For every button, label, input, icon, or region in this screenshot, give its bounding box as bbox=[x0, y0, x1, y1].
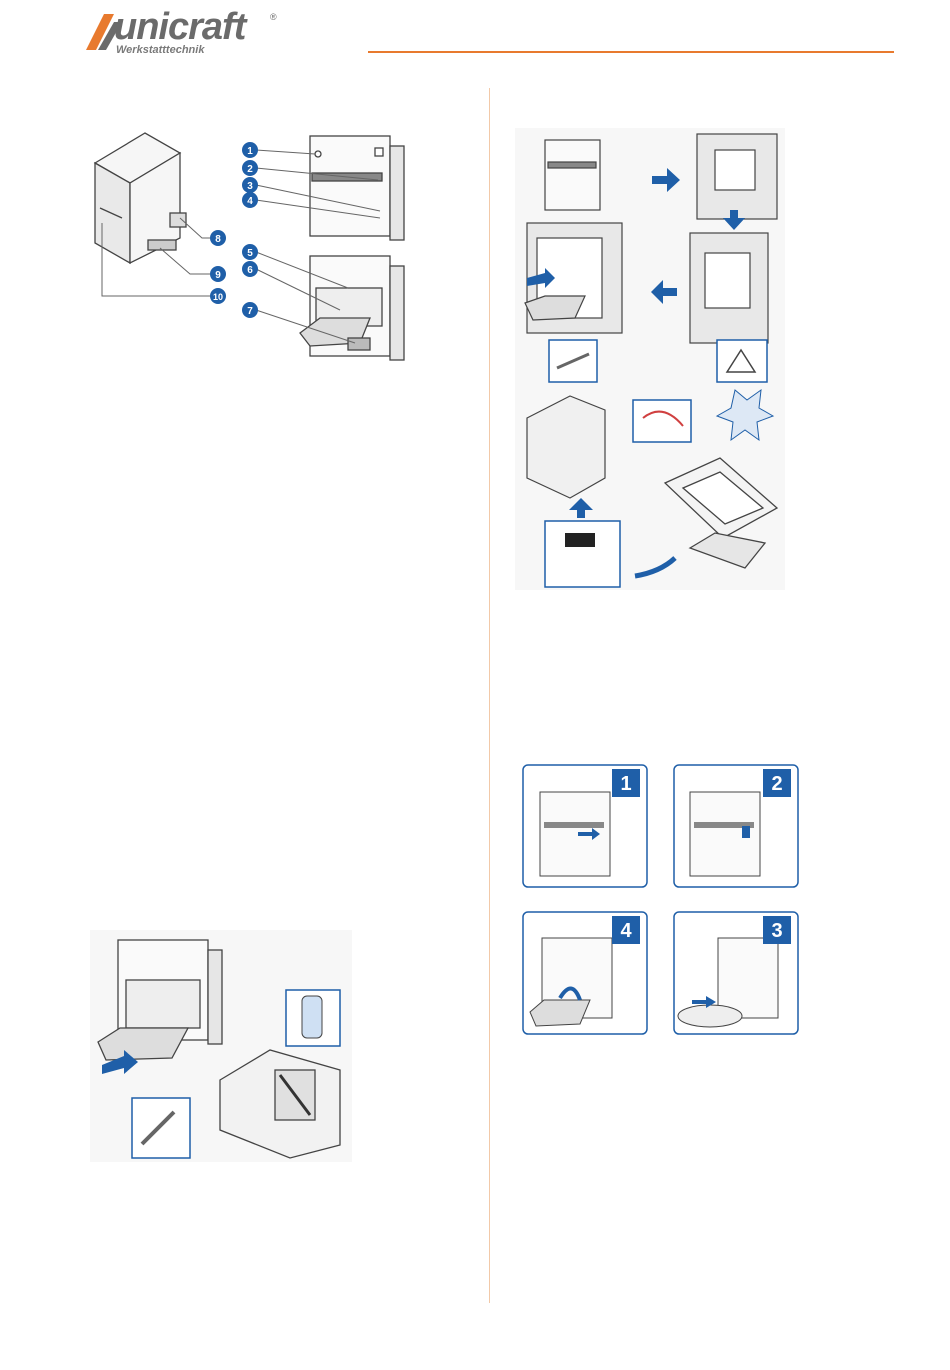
step-number-4: 4 bbox=[620, 920, 632, 942]
step-number-3: 3 bbox=[771, 920, 782, 942]
cable-icon bbox=[633, 400, 691, 442]
step-panel-1: 1 bbox=[523, 765, 647, 887]
callout-3: 3 bbox=[242, 177, 258, 193]
parts-overview-figure: 1 2 3 4 5 6 7 8 9 10 bbox=[90, 128, 420, 368]
step-panel-3: 3 bbox=[674, 912, 798, 1034]
logo-wordmark: unicraft bbox=[114, 6, 245, 49]
callout-9: 9 bbox=[210, 266, 226, 282]
svg-text:8: 8 bbox=[215, 234, 221, 245]
header-rule bbox=[368, 51, 894, 53]
cleaning-figure bbox=[90, 930, 352, 1162]
bracket-icon bbox=[717, 340, 767, 382]
printer-front-view-open bbox=[300, 256, 404, 360]
callout-6: 6 bbox=[242, 261, 258, 277]
svg-text:9: 9 bbox=[215, 270, 221, 281]
printer-front-view-closed bbox=[310, 136, 404, 240]
callout-1: 1 bbox=[242, 142, 258, 158]
callout-7: 7 bbox=[242, 302, 258, 318]
printer-rear-view bbox=[95, 133, 186, 263]
printer-unit bbox=[545, 140, 600, 210]
svg-text:7: 7 bbox=[247, 306, 253, 317]
svg-text:4: 4 bbox=[247, 196, 253, 207]
svg-text:10: 10 bbox=[213, 292, 223, 302]
svg-text:3: 3 bbox=[247, 181, 253, 192]
brush-icon bbox=[132, 1098, 190, 1158]
svg-text:1: 1 bbox=[247, 146, 253, 157]
brand-logo: unicraft ® Werkstatttechnik bbox=[84, 4, 284, 60]
registered-mark: ® bbox=[270, 12, 277, 22]
paper-loading-figure: 1 2 4 3 bbox=[520, 762, 802, 1037]
callout-4: 4 bbox=[242, 192, 258, 208]
step-panel-2: 2 bbox=[674, 765, 798, 887]
callout-10: 10 bbox=[210, 288, 226, 304]
callout-2: 2 bbox=[242, 160, 258, 176]
column-divider bbox=[489, 88, 490, 1303]
connector-icon bbox=[545, 521, 620, 587]
step-panel-4: 4 bbox=[523, 912, 647, 1034]
svg-text:2: 2 bbox=[247, 164, 253, 175]
logo-subtitle: Werkstatttechnik bbox=[116, 44, 204, 56]
callout-8: 8 bbox=[210, 230, 226, 246]
svg-text:5: 5 bbox=[247, 248, 253, 259]
callout-5: 5 bbox=[242, 244, 258, 260]
installation-figure bbox=[515, 128, 785, 590]
svg-text:6: 6 bbox=[247, 265, 253, 276]
step-number-2: 2 bbox=[771, 773, 782, 795]
step-number-1: 1 bbox=[620, 773, 631, 795]
